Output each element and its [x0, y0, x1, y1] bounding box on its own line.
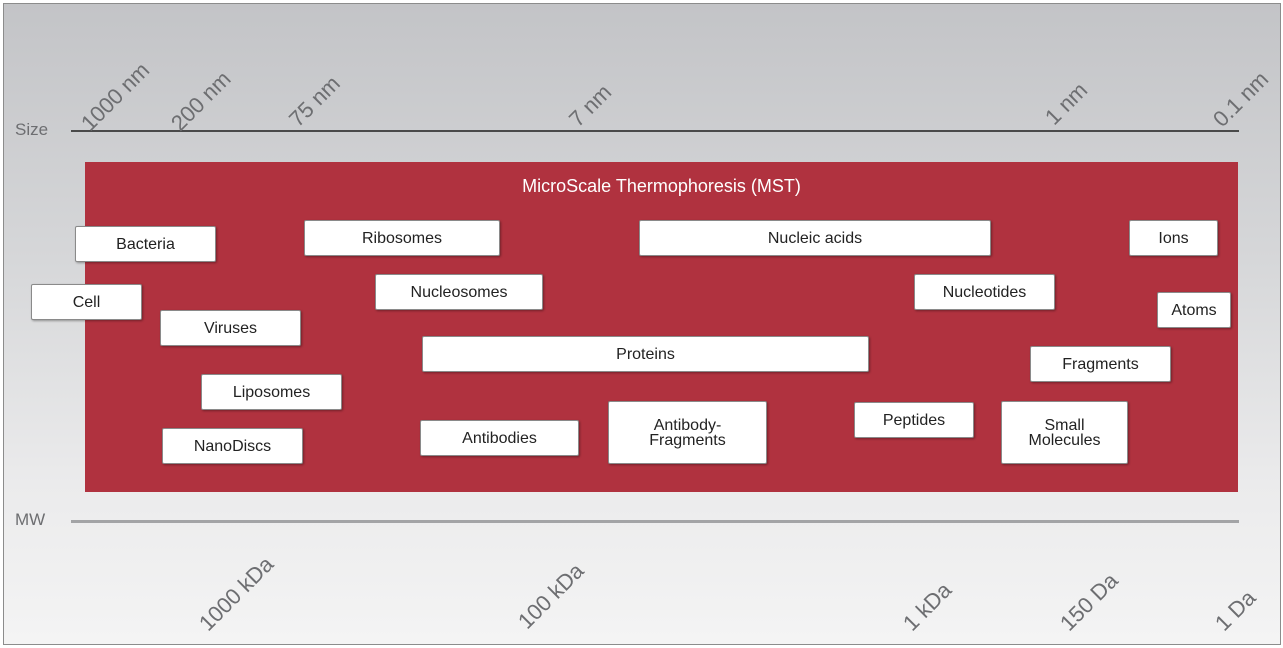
mw-tick-1000kda: 1000 kDa [194, 551, 279, 636]
molecule-box-proteins: Proteins [422, 336, 869, 372]
molecule-box-nanodiscs: NanoDiscs [162, 428, 303, 464]
size-tick-1nm: 1 nm [1040, 77, 1093, 130]
mst-panel-title: MicroScale Thermophoresis (MST) [522, 176, 801, 196]
size-axis-line [71, 130, 1239, 132]
molecule-box-small-molecules: Small Molecules [1001, 401, 1128, 464]
size-tick-0-1nm: 0.1 nm [1208, 66, 1274, 132]
mw-tick-1da: 1 Da [1210, 585, 1261, 636]
molecule-box-ions: Ions [1129, 220, 1218, 256]
molecule-box-cell: Cell [31, 284, 142, 320]
molecule-box-atoms: Atoms [1157, 292, 1231, 328]
molecule-box-peptides: Peptides [854, 402, 974, 438]
molecule-box-antibody-fragments: Antibody- Fragments [608, 401, 767, 464]
mw-tick-1kda: 1 kDa [898, 577, 957, 636]
mw-axis-line [71, 520, 1239, 523]
diagram-canvas: Size 1000 nm 200 nm 75 nm 7 nm 1 nm 0.1 … [3, 3, 1281, 645]
molecule-box-ribosomes: Ribosomes [304, 220, 500, 256]
size-tick-75nm: 75 nm [284, 70, 345, 132]
molecule-box-nucleic-acids: Nucleic acids [639, 220, 991, 256]
molecule-box-bacteria: Bacteria [75, 226, 216, 262]
size-axis-title: Size [15, 120, 49, 139]
mw-tick-150da: 150 Da [1055, 567, 1123, 636]
molecule-box-antibodies: Antibodies [420, 420, 579, 456]
size-tick-1000nm: 1000 nm [76, 57, 155, 136]
molecule-box-nucleosomes: Nucleosomes [375, 274, 543, 310]
molecule-box-fragments: Fragments [1030, 346, 1171, 382]
mw-tick-100kda: 100 kDa [513, 558, 589, 634]
mw-axis-title: MW [15, 510, 46, 529]
molecule-box-viruses: Viruses [160, 310, 301, 346]
size-tick-200nm: 200 nm [166, 66, 236, 136]
molecule-box-nucleotides: Nucleotides [914, 274, 1055, 310]
size-tick-7nm: 7 nm [564, 79, 617, 132]
molecule-box-liposomes: Liposomes [201, 374, 342, 410]
